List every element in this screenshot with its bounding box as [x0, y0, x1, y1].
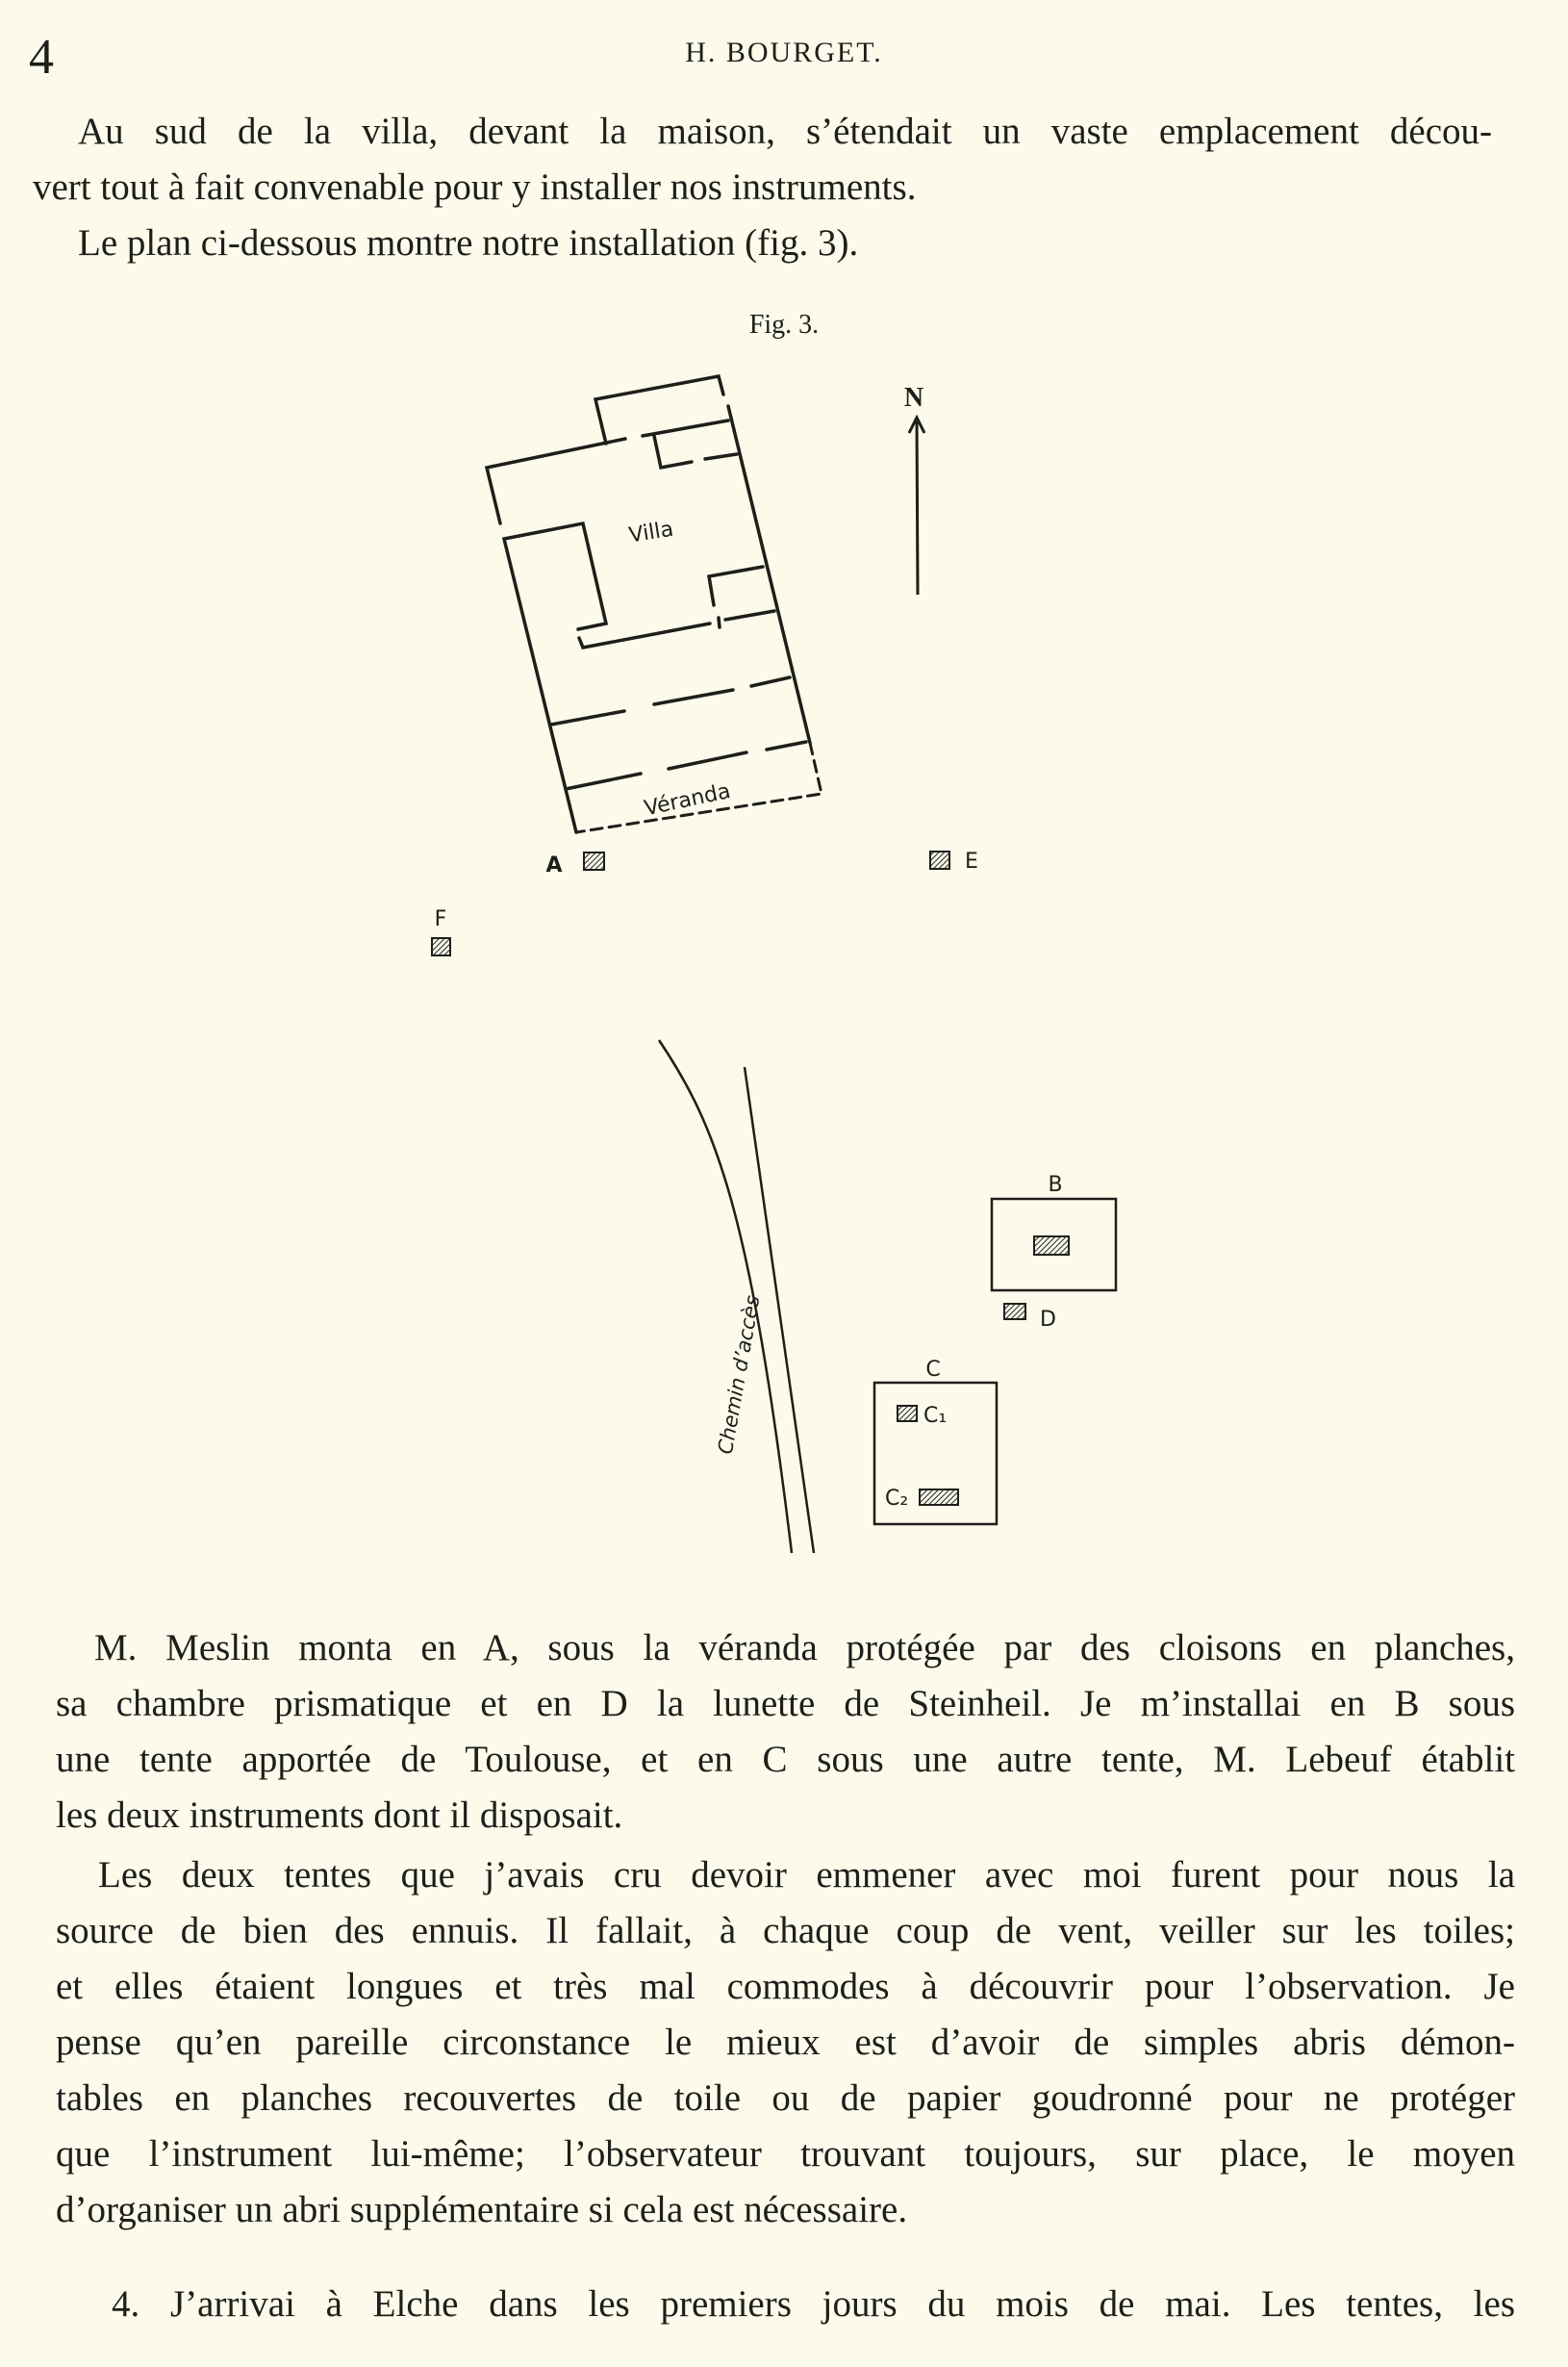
- tent-c: [873, 1381, 999, 1526]
- north-label: N: [904, 383, 923, 413]
- figure-caption: Fig. 3.: [748, 310, 820, 340]
- text-line: une tente apportée de Toulouse, et en C …: [56, 1739, 1515, 1780]
- text-line: 4. J’arrivai à Elche dans les premiers j…: [112, 2283, 1515, 2325]
- label-e: E: [965, 850, 978, 874]
- text-line: Le plan ci-dessous montre notre installa…: [78, 222, 859, 264]
- text-line: M. Meslin monta en A, sous la véranda pr…: [94, 1627, 1515, 1668]
- north-arrow-icon: [907, 414, 926, 596]
- label-d: D: [1040, 1308, 1056, 1332]
- text-line: pense qu’en pareille circonstance le mie…: [56, 2022, 1515, 2063]
- label-f: F: [435, 907, 447, 931]
- text-line: sa chambre prismatique et en D la lunett…: [56, 1683, 1515, 1724]
- instrument-f-marker: [431, 937, 451, 956]
- instrument-d-marker: [1003, 1303, 1026, 1320]
- text-line: et elles étaient longues et très mal com…: [56, 1966, 1515, 2007]
- instrument-c2-marker: [919, 1489, 959, 1506]
- text-line: d’organiser un abri supplémentaire si ce…: [56, 2189, 908, 2230]
- tent-b: [990, 1197, 1118, 1292]
- text-line: que l’instrument lui-même; l’observateur…: [56, 2133, 1515, 2175]
- instrument-b-marker: [1033, 1235, 1070, 1256]
- villa-label: Villa: [627, 518, 675, 548]
- body-paragraph-2: Les deux tentes que j’avais cru devoir e…: [56, 1847, 1515, 2238]
- label-a: A: [545, 853, 562, 878]
- text-line: Au sud de la villa, devant la maison, s’…: [78, 111, 1492, 152]
- instrument-a-marker: [583, 852, 605, 871]
- access-road: [657, 1039, 816, 1554]
- label-c: C: [925, 1358, 940, 1382]
- instrument-c1-marker: [897, 1405, 918, 1422]
- instrument-e-marker: [929, 851, 950, 870]
- body-paragraph-1: M. Meslin monta en A, sous la véranda pr…: [56, 1620, 1515, 1844]
- text-line: Les deux tentes que j’avais cru devoir e…: [98, 1854, 1515, 1896]
- villa-walls: [484, 373, 823, 834]
- road-label: Chemin d’accès: [714, 1293, 765, 1456]
- text-line: tables en planches recouvertes de toile …: [56, 2077, 1515, 2119]
- body-paragraph-3: 4. J’arrivai à Elche dans les premiers j…: [56, 2277, 1515, 2332]
- running-title: H. BOURGET.: [685, 37, 883, 68]
- page-number: 4: [29, 30, 54, 85]
- label-c1: C₁: [923, 1404, 947, 1428]
- label-b: B: [1048, 1173, 1062, 1197]
- text-line: source de bien des ennuis. Il fallait, à…: [56, 1910, 1515, 1951]
- text-line: vert tout à fait convenable pour y insta…: [33, 166, 917, 208]
- label-c2: C₂: [885, 1487, 908, 1511]
- text-line: les deux instruments dont il disposait.: [56, 1794, 623, 1836]
- intro-paragraph: Au sud de la villa, devant la maison, s’…: [33, 104, 1492, 271]
